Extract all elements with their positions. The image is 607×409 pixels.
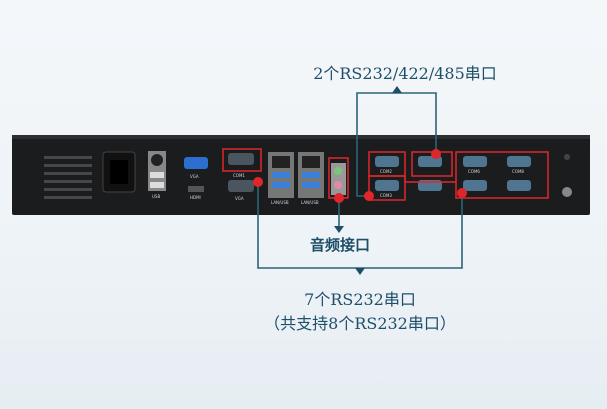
port-label: LAN/USB [301, 200, 319, 205]
port-label: COM6 [468, 169, 480, 174]
port-label: VGA [235, 196, 244, 201]
port-label: LAN/USB [271, 200, 289, 205]
annotation-rs232: 7个RS232串口 [304, 290, 416, 309]
hdmi-port [188, 186, 204, 192]
arrow-down-icon [355, 268, 365, 275]
vga-port [184, 157, 208, 169]
annotation-rs232-422-485: 2个RS232/422/485串口 [313, 64, 497, 83]
vent-grille [44, 156, 92, 199]
port-label: VGA [190, 174, 199, 179]
com1-highlight [222, 148, 262, 172]
arrow-up-icon [392, 86, 402, 93]
arrow-down-icon [334, 226, 344, 233]
port-label: COM2 [380, 169, 392, 174]
port-label: USB [152, 194, 160, 199]
marker-dots [253, 149, 467, 203]
annotation-rs232-total: （共支持8个RS232串口） [264, 314, 456, 333]
port-label: COM8 [512, 169, 524, 174]
com-group-highlight [455, 151, 549, 199]
com3-highlight [368, 175, 406, 201]
port-label: HDMI [190, 195, 201, 200]
port-label: COM1 [233, 173, 245, 178]
port-label: COM3 [380, 193, 392, 198]
annotation-audio: 音频接口 [309, 236, 371, 254]
